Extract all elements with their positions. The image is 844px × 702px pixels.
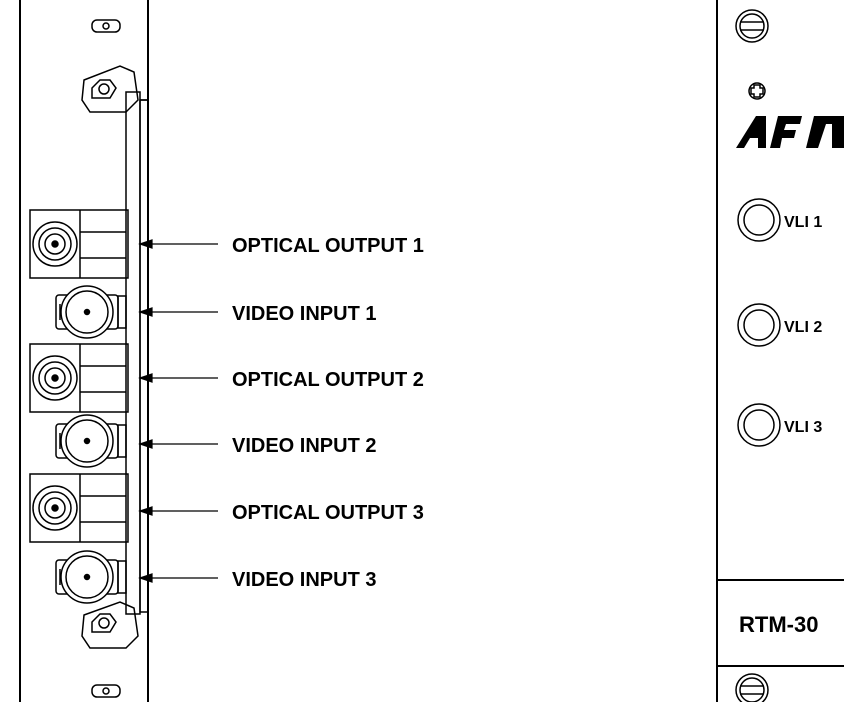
afi-logo: [736, 116, 844, 148]
bottom-mounting-slot: [91, 684, 121, 698]
video-connector-2: [55, 414, 127, 468]
vli-port-3: [737, 403, 781, 447]
callout-leaders: [138, 239, 218, 583]
optical-connector-1: [29, 209, 129, 279]
callout-video-input-1: VIDEO INPUT 1: [232, 303, 376, 325]
video-connector-3: [55, 550, 127, 604]
vli-2-label: VLI 2: [784, 319, 822, 336]
bottom-hex-nut: [81, 601, 139, 649]
optical-connector-2: [29, 343, 129, 413]
callout-optical-output-2: OPTICAL OUTPUT 2: [232, 369, 424, 391]
rtm-panel: VLI 1 VLI 2 VLI 3 RTM-30: [716, 0, 844, 702]
top-mounting-slot: [91, 19, 121, 33]
left-panel: [19, 0, 149, 702]
top-slotted-screw-icon: [735, 9, 769, 43]
pcb-strip: [125, 91, 149, 615]
callout-video-input-3: VIDEO INPUT 3: [232, 569, 376, 591]
vli-port-2: [737, 303, 781, 347]
vli-port-1: [737, 198, 781, 242]
callout-video-input-2: VIDEO INPUT 2: [232, 435, 376, 457]
top-hex-nut: [81, 65, 139, 113]
callout-optical-output-3: OPTICAL OUTPUT 3: [232, 502, 424, 524]
callout-optical-output-1: OPTICAL OUTPUT 1: [232, 235, 424, 257]
bottom-slotted-screw-icon: [735, 673, 769, 702]
vli-1-label: VLI 1: [784, 214, 822, 231]
optical-connector-3: [29, 473, 129, 543]
vli-3-label: VLI 3: [784, 419, 822, 436]
video-connector-1: [55, 285, 127, 339]
model-label: RTM-30: [739, 612, 818, 637]
phillips-screw-icon: [748, 82, 766, 100]
